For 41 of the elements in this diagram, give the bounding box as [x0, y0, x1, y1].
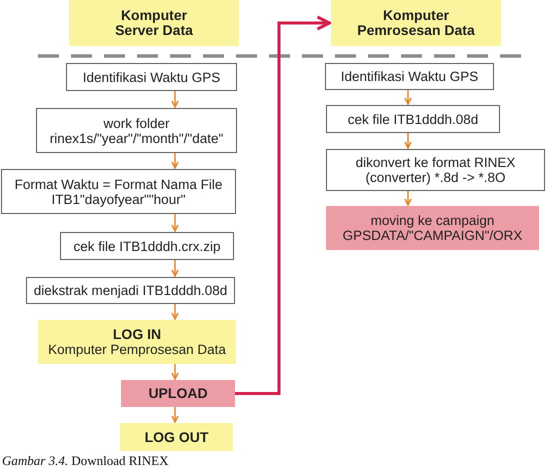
step-text: moving ke campaign GPSDATA/"CAMPAIGN"/ORX: [342, 213, 524, 243]
process-box: [1, 169, 236, 214]
highlighted-step-box: [38, 320, 236, 364]
flow-arrow: [171, 91, 179, 108]
figure-caption: Gambar 3.4. Download RINEX: [2, 453, 168, 468]
step-text: UPLOAD: [148, 386, 208, 401]
flow-arrow: [171, 304, 179, 320]
highlighted-step-box: [121, 380, 235, 407]
flow-arrow: [171, 214, 179, 232]
flow-arrow: [404, 191, 412, 206]
step-text: Format Waktu = Format Nama File ITB1"dayofyear""hour": [14, 176, 224, 206]
heading-text: Komputer Server Data: [114, 8, 194, 38]
process-box: [326, 105, 500, 133]
highlighted-step-box: [120, 423, 233, 451]
process-box: [60, 232, 234, 260]
step-text: cek file ITB1dddh.crx.zip: [73, 238, 221, 254]
header-box: [69, 0, 239, 46]
step-text: Komputer Pemprosesan Data: [48, 342, 226, 357]
flow-arrow: [235, 16, 331, 395]
flow-arrow: [171, 153, 179, 169]
step-text: LOG IN: [112, 327, 162, 342]
process-box: [326, 149, 545, 191]
flow-arrow: [171, 364, 179, 380]
header-box: [331, 0, 501, 46]
flow-arrow: [171, 407, 179, 423]
process-box: [325, 63, 494, 90]
step-text: Identifikasi Waktu GPS: [82, 70, 220, 84]
step-text: LOG OUT: [144, 430, 208, 444]
process-box: [26, 277, 235, 304]
step-text: work folder rinex1s/"year"/"month"/"date": [48, 116, 224, 146]
flow-arrow: [404, 133, 412, 149]
process-box: [36, 108, 237, 153]
heading-text: Komputer Pemrosesan Data: [356, 8, 476, 38]
flow-arrow: [171, 260, 179, 277]
step-text: Identifikasi Waktu GPS: [340, 69, 478, 84]
flow-arrow: [404, 90, 412, 105]
highlighted-step-box: [326, 206, 539, 250]
step-text: cek file ITB1dddh.08d: [348, 112, 478, 126]
step-text: dikonvert ke format RINEX (converter) *.8d -> *.8O: [354, 155, 516, 185]
step-text: diekstrak menjadi ITB1dddh.08d: [34, 283, 228, 298]
process-box: [66, 63, 237, 91]
